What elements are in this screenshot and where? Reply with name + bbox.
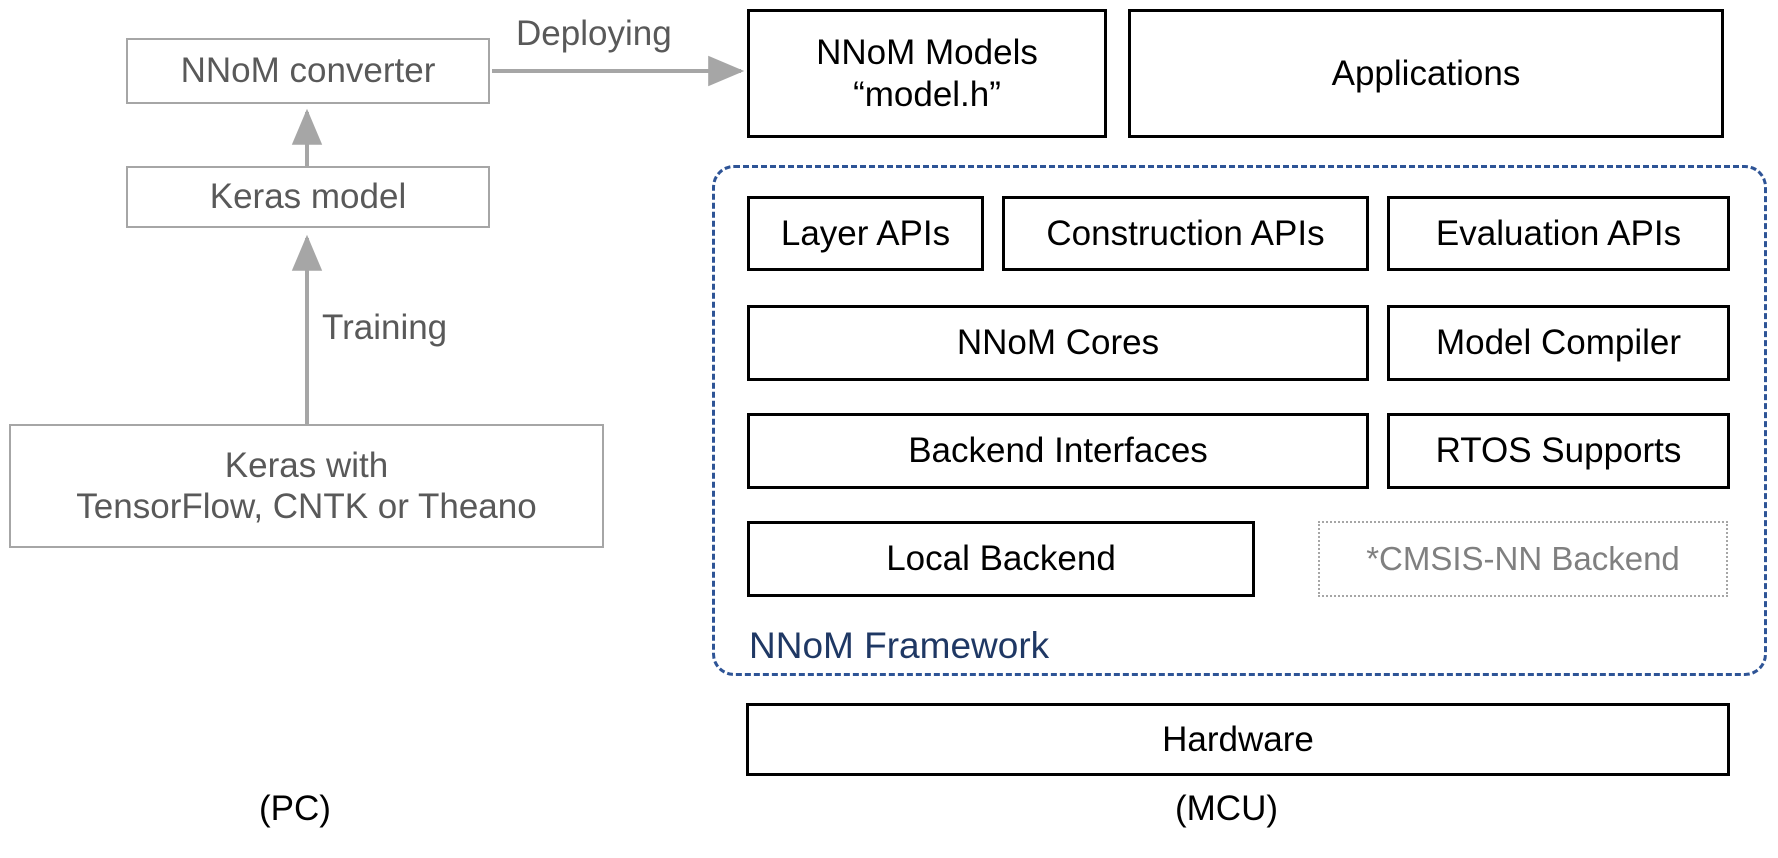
mcu-footer-label: (MCU) xyxy=(1175,789,1279,828)
nnom-converter-box[interactable]: NNoM converter xyxy=(126,38,490,104)
rtos-supports-label: RTOS Supports xyxy=(1435,431,1682,471)
evaluation-apis-label: Evaluation APIs xyxy=(1435,213,1682,253)
cmsis-nn-backend-label: *CMSIS-NN Backend xyxy=(1366,539,1680,577)
local-backend-label: Local Backend xyxy=(886,539,1116,579)
nnom-cores-box[interactable]: NNoM Cores xyxy=(747,305,1369,381)
model-compiler-label: Model Compiler xyxy=(1435,323,1682,363)
keras-backend-box[interactable]: Keras with TensorFlow, CNTK or Theano xyxy=(9,424,604,548)
keras-backend-line1: Keras with xyxy=(224,445,389,485)
nnom-converter-label: NNoM converter xyxy=(180,51,436,91)
layer-apis-label: Layer APIs xyxy=(780,213,951,253)
nnom-cores-label: NNoM Cores xyxy=(956,323,1160,363)
construction-apis-box[interactable]: Construction APIs xyxy=(1002,196,1369,271)
pc-footer-label: (PC) xyxy=(259,789,331,828)
nnom-framework-label: NNoM Framework xyxy=(749,625,1050,666)
nnom-models-box[interactable]: NNoM Models “model.h” xyxy=(747,9,1107,138)
layer-apis-box[interactable]: Layer APIs xyxy=(747,196,984,271)
rtos-supports-box[interactable]: RTOS Supports xyxy=(1387,413,1730,489)
training-label: Training xyxy=(322,308,448,347)
deploying-label: Deploying xyxy=(516,14,672,53)
hardware-box[interactable]: Hardware xyxy=(746,703,1730,776)
construction-apis-label: Construction APIs xyxy=(1046,213,1325,253)
backend-interfaces-box[interactable]: Backend Interfaces xyxy=(747,413,1369,489)
hardware-label: Hardware xyxy=(1162,719,1314,759)
local-backend-box[interactable]: Local Backend xyxy=(747,521,1255,597)
applications-box[interactable]: Applications xyxy=(1128,9,1724,138)
nnom-models-line1: NNoM Models xyxy=(816,33,1038,73)
keras-model-box[interactable]: Keras model xyxy=(126,166,490,228)
keras-model-label: Keras model xyxy=(209,177,407,217)
evaluation-apis-box[interactable]: Evaluation APIs xyxy=(1387,196,1730,271)
cmsis-nn-backend-box[interactable]: *CMSIS-NN Backend xyxy=(1318,521,1728,597)
applications-label: Applications xyxy=(1331,53,1521,93)
backend-interfaces-label: Backend Interfaces xyxy=(908,431,1208,471)
keras-backend-line2: TensorFlow, CNTK or Theano xyxy=(76,487,537,526)
nnom-models-line2: “model.h” xyxy=(853,74,1001,114)
model-compiler-box[interactable]: Model Compiler xyxy=(1387,305,1730,381)
nnom-framework-container xyxy=(712,165,1767,676)
